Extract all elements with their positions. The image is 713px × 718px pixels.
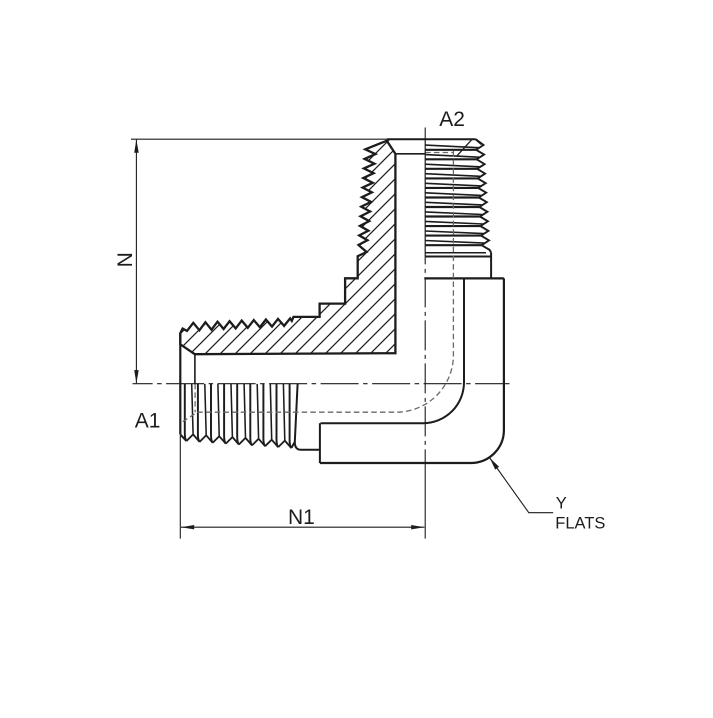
svg-text:A2: A2 bbox=[439, 108, 465, 131]
svg-text:N: N bbox=[114, 252, 137, 267]
svg-text:A1: A1 bbox=[135, 409, 161, 432]
svg-text:Y: Y bbox=[556, 494, 567, 512]
svg-text:N1: N1 bbox=[288, 506, 315, 529]
svg-text:FLATS: FLATS bbox=[555, 515, 605, 533]
